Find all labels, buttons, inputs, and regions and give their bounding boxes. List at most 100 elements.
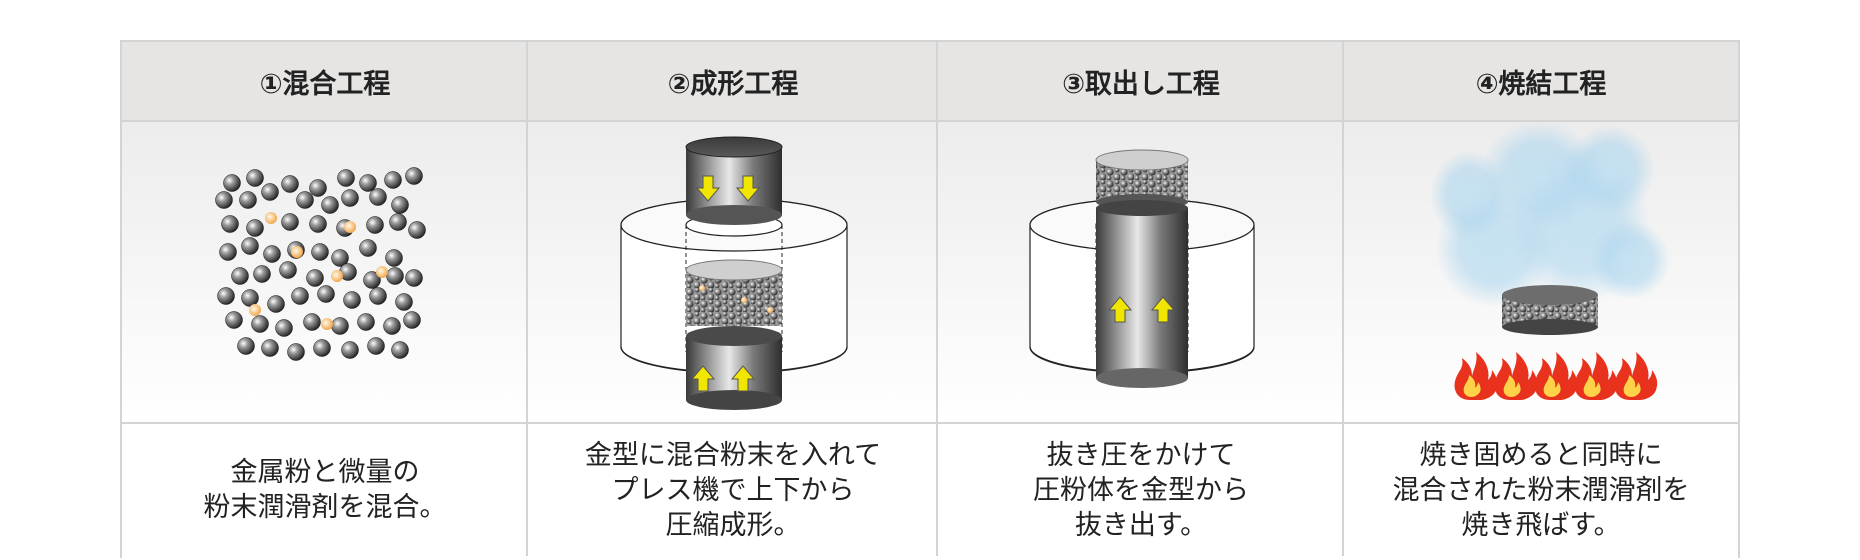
flame-core <box>1463 375 1481 397</box>
lubricant-particle <box>376 266 388 278</box>
lower-punch <box>1096 200 1188 388</box>
metal-powder-particle <box>261 339 279 357</box>
metal-powder-particle <box>405 269 423 287</box>
metal-powder-particle <box>281 175 299 193</box>
metal-powder-particle <box>309 215 327 233</box>
flame-core <box>1543 375 1561 397</box>
step-3-caption-line-2: 圧粉体を金型から <box>1033 474 1249 506</box>
metal-powder-particle <box>383 317 401 335</box>
step-1-title: ①混合工程 <box>259 68 391 100</box>
metal-powder-particle <box>389 213 407 231</box>
upper-punch <box>685 136 783 225</box>
step-3-title: ③取出し工程 <box>1062 68 1220 100</box>
metal-powder-particle <box>385 249 403 267</box>
metal-powder-particle <box>313 339 331 357</box>
metal-powder-particle <box>311 243 329 261</box>
step-4-header: ④焼結工程 <box>1344 42 1738 120</box>
step-1-caption-line-1: 金属粉と微量の <box>230 457 420 488</box>
metal-powder-particle <box>386 267 404 285</box>
arrow-up-icon <box>1107 296 1133 323</box>
metal-powder-particle <box>279 261 297 279</box>
arrow-down-icon <box>695 175 721 202</box>
metal-powder-particle <box>391 341 409 359</box>
metal-powder-particle <box>267 295 285 313</box>
arrow-up-icon <box>1150 296 1176 323</box>
step-3-caption-line-3: 抜き出す。 <box>1074 509 1208 541</box>
metal-powder-particle <box>287 343 305 361</box>
step-1-header: ①混合工程 <box>122 42 528 120</box>
lubricant-particle <box>331 270 343 282</box>
metal-powder-particle <box>395 293 413 311</box>
step-4-title: ④焼結工程 <box>1475 68 1607 100</box>
step-2-caption-line-1: 金型に混合粉末を入れて <box>584 439 882 471</box>
step-3-caption-line-1: 抜き圧をかけて <box>1046 439 1236 471</box>
metal-powder-particle <box>369 287 387 305</box>
metal-powder-particle <box>231 267 249 285</box>
step-2-header: ②成形工程 <box>528 42 938 120</box>
metal-powder-particle <box>291 287 309 305</box>
metal-powder-mixture <box>215 167 426 361</box>
metal-powder-particle <box>246 219 264 237</box>
metal-powder-particle <box>321 196 339 214</box>
step-1-caption-line-2: 粉末潤滑剤を混合。 <box>203 492 447 523</box>
metal-powder-particle <box>296 191 314 209</box>
arrow-up-icon <box>690 365 716 392</box>
step-1-caption: 金属粉と微量の粉末潤滑剤を混合。 <box>122 422 528 558</box>
step-4-caption-line-2: 混合された粉末潤滑剤を <box>1392 474 1690 506</box>
step-3-caption: 抜き圧をかけて圧粉体を金型から抜き出す。 <box>938 422 1344 558</box>
metal-powder-particle <box>343 291 361 309</box>
metal-powder-particle <box>317 285 335 303</box>
lubricant-particle <box>321 318 333 330</box>
column-divider-2 <box>936 42 938 556</box>
metal-powder-particle <box>408 221 426 239</box>
sintered-part <box>1502 285 1598 335</box>
metal-powder-particle <box>391 196 409 214</box>
metal-powder-particle <box>251 315 269 333</box>
lower-punch <box>686 326 782 410</box>
metal-powder-particle <box>253 265 271 283</box>
metal-powder-particle <box>337 169 355 187</box>
metal-powder-particle <box>246 169 264 187</box>
step-2-title: ②成形工程 <box>667 68 799 100</box>
metal-powder-particle <box>331 249 349 267</box>
step-2-caption: 金型に混合粉末を入れてプレス機で上下から圧縮成形。 <box>528 422 938 558</box>
step-4-caption-line-1: 焼き固めると同時に <box>1419 439 1663 471</box>
header-divider <box>122 120 1738 122</box>
step-4-caption-line-3: 焼き飛ばす。 <box>1461 509 1621 541</box>
step-2-caption-line-2: プレス機で上下から <box>611 474 855 506</box>
metal-powder-particle <box>309 179 327 197</box>
steam <box>1430 120 1670 308</box>
metal-powder-particle <box>363 271 381 289</box>
arrow-down-icon <box>735 175 761 202</box>
flame-core <box>1583 375 1601 397</box>
metal-powder-particle <box>215 191 233 209</box>
metal-powder-particle <box>261 183 279 201</box>
arrow-up-icon <box>730 365 756 392</box>
metal-powder-particle <box>303 313 321 331</box>
metal-powder-particle <box>366 216 384 234</box>
metal-powder-particle <box>359 174 377 192</box>
metal-powder-particle <box>217 287 235 305</box>
metal-powder-particle <box>341 189 359 207</box>
metal-powder-particle <box>219 243 237 261</box>
metal-powder-particle <box>369 188 387 206</box>
metal-powder-particle <box>221 215 239 233</box>
column-divider-3 <box>1342 42 1344 556</box>
ejection-diagram <box>1029 149 1255 388</box>
metal-powder-particle <box>306 269 324 287</box>
process-table: ①混合工程 ②成形工程 ③取出し工程 ④焼結工程 金属粉と微量の粉末潤滑剤を混合… <box>120 40 1740 558</box>
caption-divider <box>122 422 1738 424</box>
lubricant-particle <box>344 221 356 233</box>
lubricant-particle <box>291 246 303 258</box>
sintering-diagram <box>1430 120 1670 400</box>
metal-powder-particle <box>367 337 385 355</box>
metal-powder-particle <box>405 167 423 185</box>
flame-core <box>1503 375 1521 397</box>
metal-powder-particle <box>341 341 359 359</box>
metal-powder-particle <box>357 313 375 331</box>
flame-core <box>1623 375 1641 397</box>
metal-powder-particle <box>241 289 259 307</box>
metal-powder-particle <box>275 319 293 337</box>
step-4-caption: 焼き固めると同時に混合された粉末潤滑剤を焼き飛ばす。 <box>1344 422 1738 558</box>
